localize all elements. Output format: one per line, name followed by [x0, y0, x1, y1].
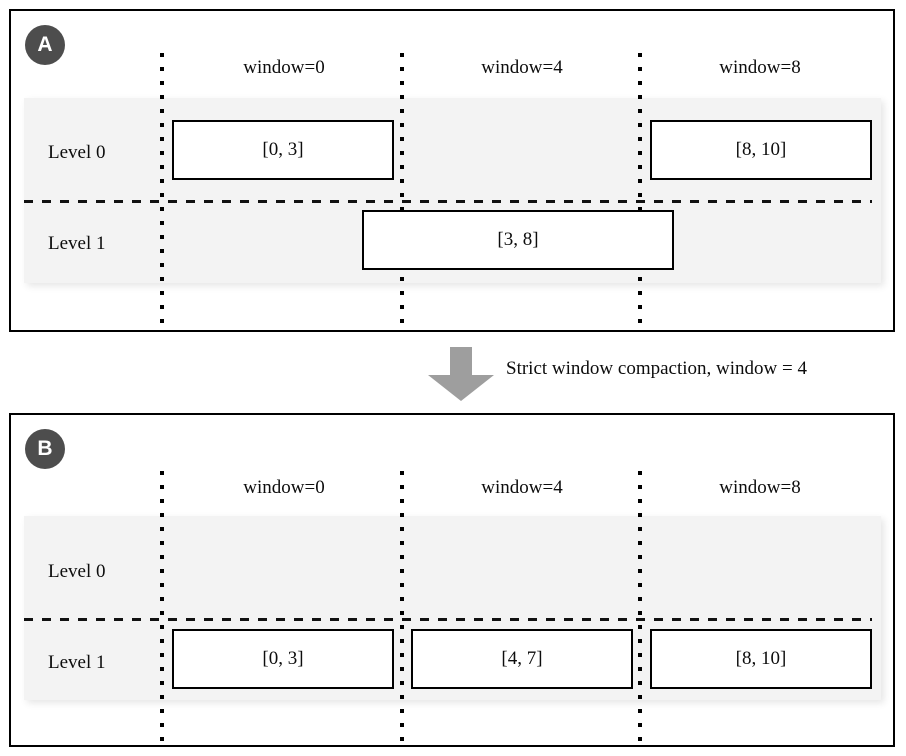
panel-b-interval-box-8-10: [8, 10] — [650, 629, 872, 689]
panel-b-interval-box-0-3: [0, 3] — [172, 629, 394, 689]
panel-b-column-header-0: window=0 — [243, 477, 325, 498]
panel-a-window-divider-8 — [638, 53, 642, 325]
panel-a-row-label-level-1: Level 1 — [48, 233, 106, 254]
panel-b-column-header-2: window=8 — [719, 477, 801, 498]
panel-b-interval-box-4-7: [4, 7] — [411, 629, 633, 689]
panel-b-window-divider-8 — [638, 471, 642, 745]
panel-b-row-label-level-0: Level 0 — [48, 561, 106, 582]
panel-b-level-separator — [24, 618, 872, 621]
panel-a-level-separator — [24, 200, 872, 203]
panel-b-window-divider-4 — [400, 471, 404, 745]
panel-b-badge: B — [25, 429, 65, 469]
panel-b-row-label-level-1: Level 1 — [48, 652, 106, 673]
panel-a-window-divider-0 — [160, 53, 164, 325]
transition-row: Strict window compaction, window = 4 — [0, 336, 906, 410]
panel-a-interval-box-3-8: [3, 8] — [362, 210, 674, 270]
panel-b-window-divider-0 — [160, 471, 164, 745]
panel-b: B window=0 window=4 window=8 Level 0 Lev… — [9, 413, 895, 747]
panel-a-row-label-level-0: Level 0 — [48, 142, 106, 163]
panel-a: A window=0 window=4 window=8 Level 0 Lev… — [9, 9, 895, 332]
arrow-down-icon — [428, 347, 494, 401]
panel-a-column-header-2: window=8 — [719, 57, 801, 78]
panel-a-column-header-0: window=0 — [243, 57, 325, 78]
panel-a-column-header-1: window=4 — [481, 57, 563, 78]
panel-a-window-divider-4 — [400, 53, 404, 325]
panel-b-column-header-1: window=4 — [481, 477, 563, 498]
panel-a-interval-box-8-10: [8, 10] — [650, 120, 872, 180]
transition-caption: Strict window compaction, window = 4 — [506, 358, 807, 379]
panel-a-interval-box-0-3: [0, 3] — [172, 120, 394, 180]
panel-a-badge: A — [25, 25, 65, 65]
